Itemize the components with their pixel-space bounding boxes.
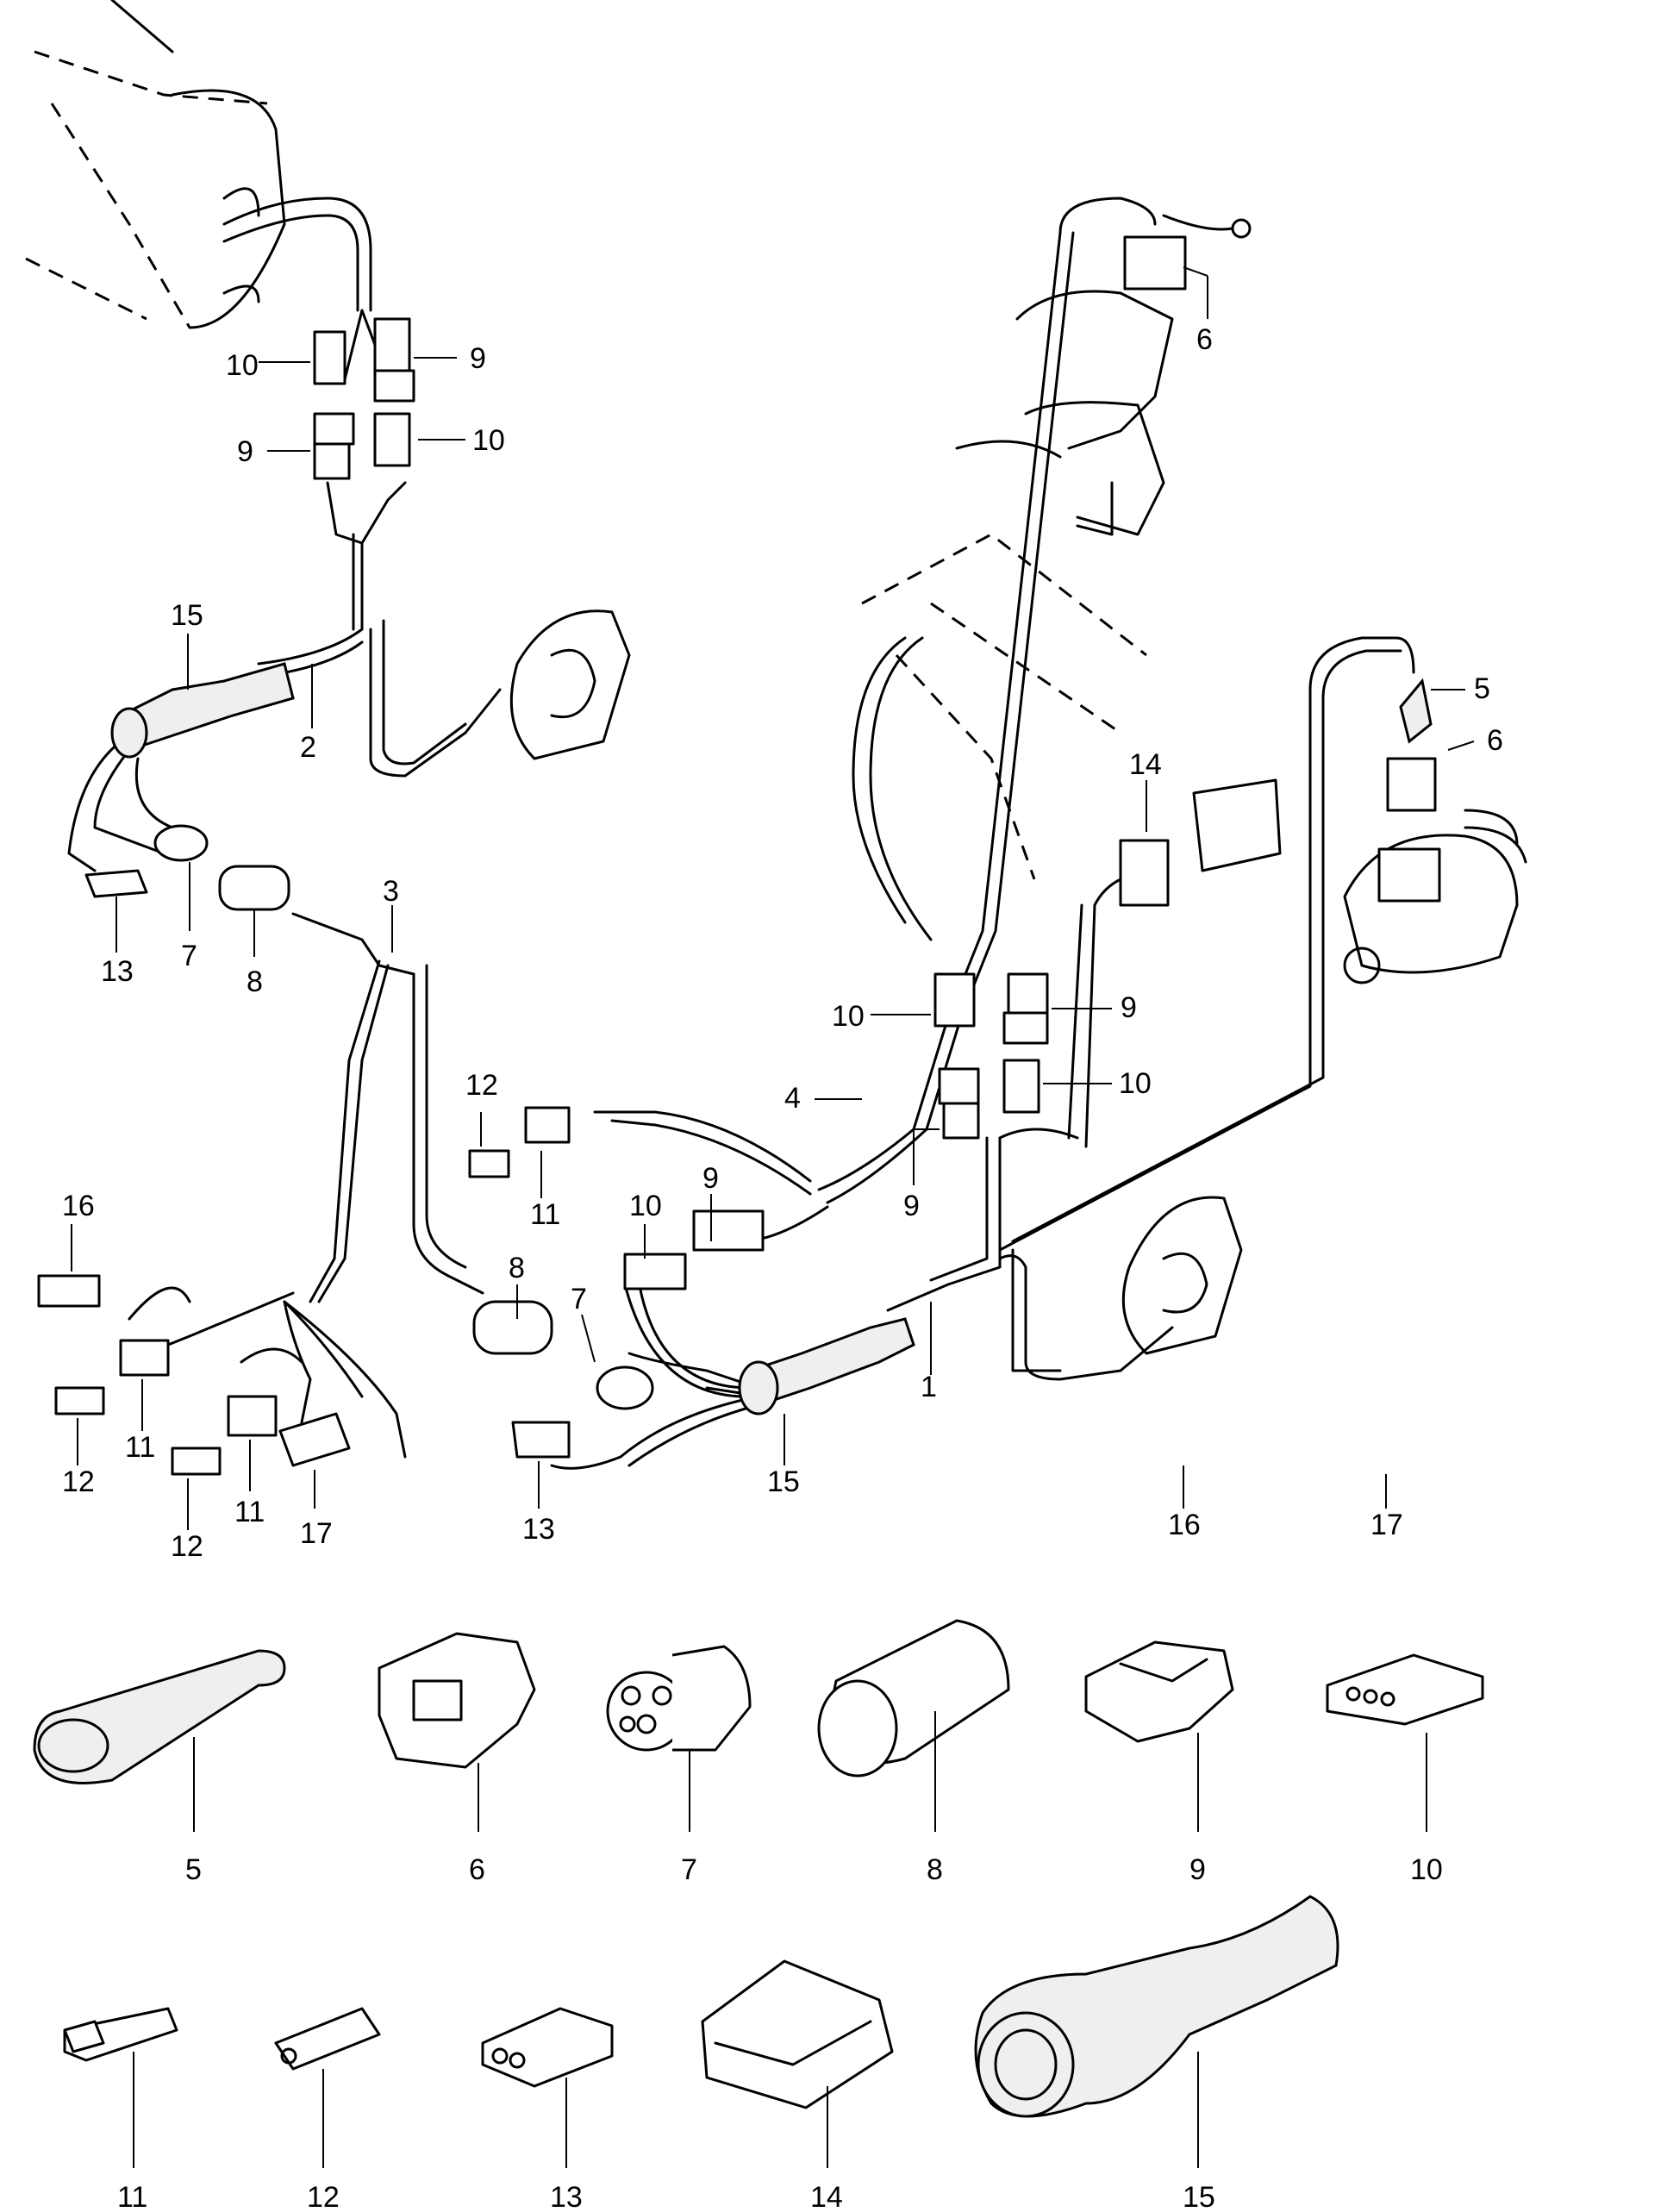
label-17-harness-right: 17 <box>1370 1509 1403 1541</box>
label-part-6: 6 <box>469 1853 485 1886</box>
label-10-harness-b: 10 <box>472 424 505 457</box>
label-12-harness-c: 12 <box>171 1530 203 1563</box>
part-detail-15 <box>974 1895 1339 2168</box>
part-detail-14 <box>701 1959 894 2168</box>
label-part-8: 8 <box>927 1853 943 1886</box>
label-13-harness-lower: 13 <box>522 1513 555 1546</box>
label-part-5: 5 <box>185 1853 202 1886</box>
label-12-harness-b: 12 <box>62 1465 95 1498</box>
part-detail-7 <box>606 1645 752 1832</box>
label-9-harness-b: 9 <box>237 435 253 468</box>
label-11-harness-b: 11 <box>125 1431 155 1464</box>
label-11-harness-c: 11 <box>234 1496 265 1528</box>
label-11-harness-a: 11 <box>530 1198 560 1231</box>
part-detail-11 <box>63 2007 178 2168</box>
part-detail-9 <box>1084 1640 1234 1832</box>
label-5-harness: 5 <box>1474 672 1490 705</box>
harness-wires <box>67 197 1415 1470</box>
label-6-harness-right: 6 <box>1487 724 1503 757</box>
label-2: 2 <box>300 731 316 764</box>
label-4: 4 <box>784 1082 801 1115</box>
label-1: 1 <box>921 1371 937 1403</box>
part-detail-10 <box>1326 1653 1484 1832</box>
part-detail-13 <box>481 2007 614 2168</box>
label-3: 3 <box>383 875 399 908</box>
label-10-harness-c: 10 <box>832 1000 865 1033</box>
label-14-harness: 14 <box>1129 748 1162 781</box>
label-10-harness-a: 10 <box>226 349 259 382</box>
label-part-14: 14 <box>810 2181 843 2212</box>
label-15-harness-upper: 15 <box>171 599 203 632</box>
label-8-harness-lower: 8 <box>509 1252 525 1284</box>
label-part-9: 9 <box>1189 1853 1206 1886</box>
callout-labels: 1 2 3 4 5 6 6 7 7 8 8 9 9 9 9 9 10 10 10… <box>62 323 1503 2212</box>
label-10-harness-e: 10 <box>629 1190 662 1222</box>
speaker-right-outline <box>1121 1196 1243 1355</box>
callout-leaders <box>71 266 1475 1530</box>
label-9-harness-a: 9 <box>470 342 486 375</box>
part-detail-6 <box>378 1632 536 1832</box>
part-detail-8 <box>817 1619 1010 1832</box>
label-part-7: 7 <box>681 1853 697 1886</box>
label-16-harness-right: 16 <box>1168 1509 1201 1541</box>
label-part-12: 12 <box>307 2181 340 2212</box>
label-8-harness-upper: 8 <box>247 965 263 998</box>
actuator-right-outline <box>1343 809 1527 984</box>
label-7-harness-upper: 7 <box>181 940 197 972</box>
label-part-15: 15 <box>1183 2181 1215 2212</box>
engine-component-outline <box>861 290 1174 880</box>
label-part-11: 11 <box>117 2181 147 2212</box>
label-part-10: 10 <box>1410 1853 1443 1886</box>
label-9-harness-d: 9 <box>903 1190 920 1222</box>
label-15-harness-lower: 15 <box>767 1465 800 1498</box>
label-6-harness-top: 6 <box>1196 323 1213 356</box>
label-part-13: 13 <box>550 2181 583 2212</box>
label-13-harness-upper: 13 <box>101 955 134 988</box>
speaker-left-outline <box>509 609 631 760</box>
label-12-harness-a: 12 <box>465 1069 498 1102</box>
label-17-harness-left: 17 <box>300 1517 333 1550</box>
label-7-harness-lower: 7 <box>571 1283 587 1315</box>
label-10-harness-d: 10 <box>1119 1067 1152 1100</box>
transmission-housing-outline <box>25 0 286 329</box>
label-16-harness-left: 16 <box>62 1190 95 1222</box>
part-detail-5 <box>33 1649 286 1832</box>
label-9-harness-c: 9 <box>1121 991 1137 1024</box>
harness-connectors <box>37 214 1437 1476</box>
label-9-harness-e: 9 <box>702 1162 719 1195</box>
part-detail-12 <box>274 2007 381 2168</box>
